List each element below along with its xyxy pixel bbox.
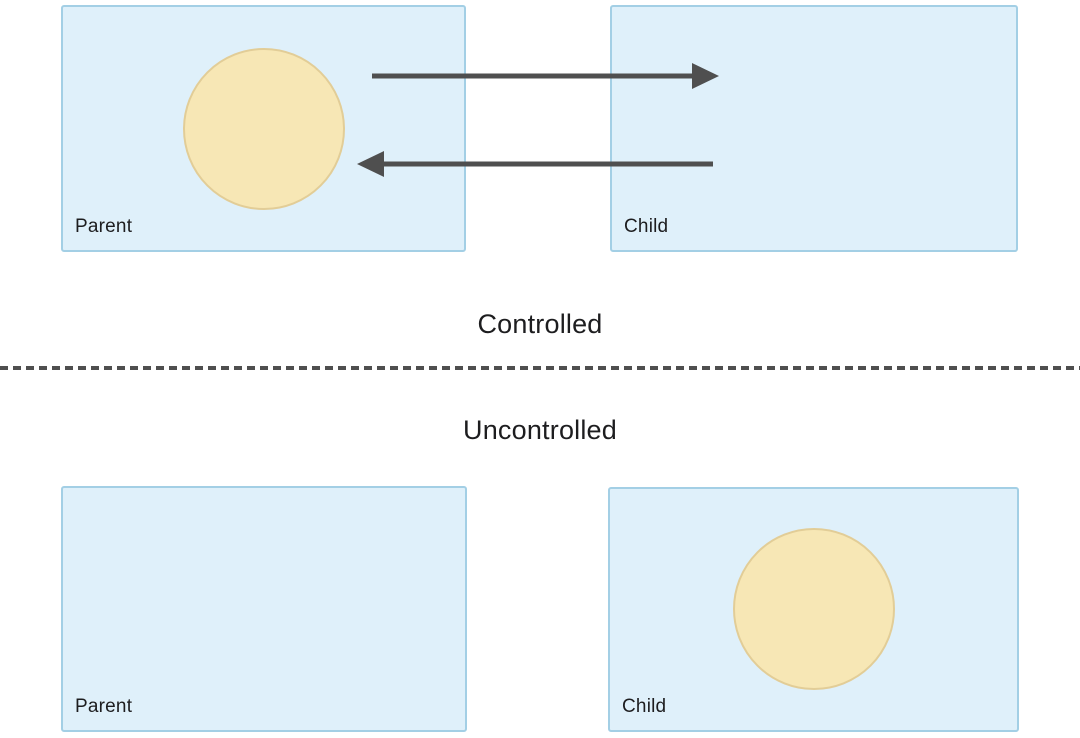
controlled-parent-box: Parent xyxy=(61,5,466,252)
controlled-child-box: Child xyxy=(610,5,1018,252)
state-circle-icon xyxy=(733,528,895,690)
controlled-child-label: Child xyxy=(624,216,669,237)
controlled-title: Controlled xyxy=(477,309,603,339)
controlled-parent-label: Parent xyxy=(75,216,133,237)
state-circle-icon xyxy=(183,48,345,210)
dashed-divider xyxy=(0,366,1080,370)
uncontrolled-child-box: Child xyxy=(608,487,1019,732)
uncontrolled-child-label: Child xyxy=(622,696,667,717)
uncontrolled-parent-box: Parent xyxy=(61,486,467,732)
uncontrolled-parent-label: Parent xyxy=(75,696,133,717)
uncontrolled-title: Uncontrolled xyxy=(463,415,617,445)
